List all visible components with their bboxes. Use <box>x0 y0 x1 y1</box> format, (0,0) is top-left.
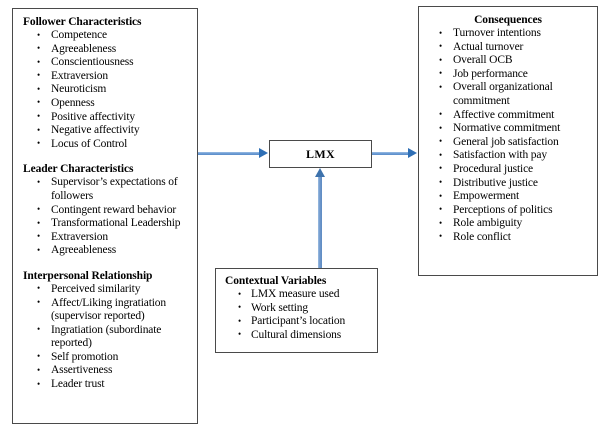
arrow-shaft <box>318 175 322 268</box>
predictors-box: Follower Characteristics Competence Agre… <box>12 8 198 424</box>
list-leader-characteristics: Supervisor’s expectations of followers C… <box>17 176 193 258</box>
list-item: Perceptions of politics <box>423 203 593 218</box>
list-item: Extraversion <box>17 230 193 245</box>
list-item: Extraversion <box>17 69 193 84</box>
list-item: Assertiveness <box>17 364 193 378</box>
group-follower-characteristics: Follower Characteristics Competence Agre… <box>17 15 193 151</box>
list-consequences: Turnover intentions Actual turnover Over… <box>423 27 593 245</box>
list-item: Work setting <box>219 301 374 316</box>
list-item: Affect/Liking ingratiation (supervisor r… <box>17 296 193 324</box>
list-item: Contingent reward behavior <box>17 203 193 218</box>
list-item: Neuroticism <box>17 83 193 97</box>
list-item: Leader trust <box>17 378 193 392</box>
list-item: Empowerment <box>423 190 593 204</box>
list-item: Actual turnover <box>423 40 593 55</box>
list-interpersonal-relationship: Perceived similarity Affect/Liking ingra… <box>17 282 193 392</box>
contextual-variables-box: Contextual Variables LMX measure used Wo… <box>215 268 378 353</box>
list-item: Distributive justice <box>423 176 593 191</box>
arrow-head <box>314 168 325 177</box>
list-item: Competence <box>17 29 193 43</box>
list-item: Supervisor’s expectations of followers <box>17 176 193 203</box>
list-item: LMX measure used <box>219 288 374 302</box>
list-item: Locus of Control <box>17 137 193 152</box>
arrow-contextual-to-lmx-icon <box>314 168 326 268</box>
lmx-box: LMX <box>269 140 372 168</box>
group-title-interpersonal-relationship: Interpersonal Relationship <box>23 269 153 282</box>
group-leader-characteristics: Leader Characteristics Supervisor’s expe… <box>17 162 193 258</box>
list-item: Overall OCB <box>423 54 593 68</box>
list-item: Transformational Leadership <box>17 217 193 231</box>
consequences-box: Consequences Turnover intentions Actual … <box>418 6 598 276</box>
list-item: Cultural dimensions <box>219 328 374 343</box>
list-item: Role ambiguity <box>423 217 593 231</box>
list-item: Procedural justice <box>423 162 593 177</box>
list-item: General job satisfaction <box>423 135 593 150</box>
arrow-head <box>408 148 417 158</box>
list-item: Ingratiation (subordinate reported) <box>17 323 193 351</box>
arrow-predictors-to-lmx-icon <box>198 148 269 159</box>
list-item: Job performance <box>423 67 593 82</box>
list-item: Conscientiousness <box>17 56 193 70</box>
list-item: Overall organizational commitment <box>423 81 593 108</box>
list-item: Negative affectivity <box>17 124 193 138</box>
list-item: Satisfaction with pay <box>423 149 593 163</box>
list-item: Openness <box>17 96 193 111</box>
list-item: Agreeableness <box>17 244 193 258</box>
list-item: Self promotion <box>17 350 193 365</box>
list-follower-characteristics: Competence Agreeableness Conscientiousne… <box>17 29 193 151</box>
list-contextual-variables: LMX measure used Work setting Participan… <box>219 288 374 342</box>
arrow-head <box>259 148 268 158</box>
consequences-title: Consequences <box>474 14 542 26</box>
list-item: Agreeableness <box>17 42 193 57</box>
list-item: Turnover intentions <box>423 27 593 41</box>
list-item: Participant’s location <box>219 315 374 329</box>
group-spacer <box>17 258 193 269</box>
arrow-shaft <box>198 152 260 155</box>
list-item: Affective commitment <box>423 108 593 123</box>
list-item: Role conflict <box>423 230 593 245</box>
group-interpersonal-relationship: Interpersonal Relationship Perceived sim… <box>17 269 193 392</box>
arrow-shaft <box>372 152 409 155</box>
contextual-variables-title: Contextual Variables <box>225 275 327 287</box>
list-item: Positive affectivity <box>17 110 193 125</box>
group-spacer <box>17 151 193 162</box>
list-item: Perceived similarity <box>17 282 193 297</box>
arrow-lmx-to-consequences-icon <box>372 148 418 159</box>
group-title-leader-characteristics: Leader Characteristics <box>23 163 134 176</box>
list-item: Normative commitment <box>423 122 593 136</box>
group-title-follower-characteristics: Follower Characteristics <box>23 16 142 28</box>
lmx-label: LMX <box>306 147 335 161</box>
